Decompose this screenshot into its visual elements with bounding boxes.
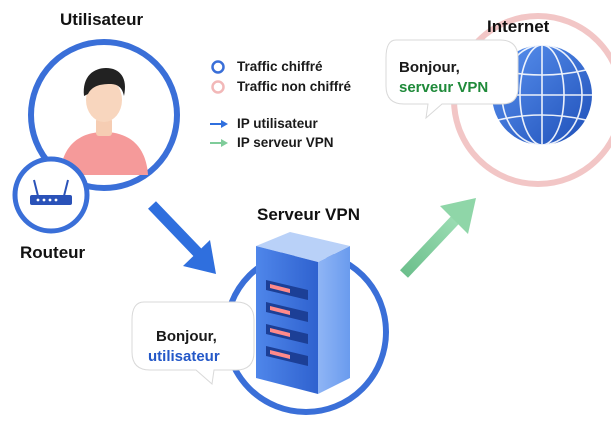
legend-unencrypted-swatch [211,80,225,94]
server-speech-bubble [131,301,255,385]
server-front [256,246,318,394]
legend-user-ip-arrow [210,120,228,128]
user-node [28,39,180,191]
internet-label: Internet [487,17,550,36]
user-hair [83,68,126,96]
internet-bubble-line2: serveur VPN [399,79,489,96]
vpn-server-label: Serveur VPN [257,205,360,224]
legend-user-ip-label: IP utilisateur [237,116,318,131]
router-label: Routeur [20,243,86,262]
user-label: Utilisateur [60,10,144,29]
user-body [60,132,148,175]
server-side [318,246,350,394]
user-ip-flow-arrow [148,201,216,274]
legend-encrypted-swatch [211,60,225,74]
router-node [12,156,90,234]
legend-vpn-ip-label: IP serveur VPN [237,135,334,150]
vpn-ip-flow-arrow [400,198,476,278]
legend [210,60,228,147]
server-top [256,232,350,262]
legend-encrypted-label: Traffic chiffré [237,59,323,74]
legend-vpn-ip-arrow [210,139,228,147]
server-bubble-line1: Bonjour, [156,328,217,345]
internet-speech-bubble [385,39,519,120]
internet-bubble-line1: Bonjour, [399,59,460,76]
server-bubble-line2: utilisateur [148,348,220,365]
legend-unencrypted-label: Traffic non chiffré [237,79,352,94]
